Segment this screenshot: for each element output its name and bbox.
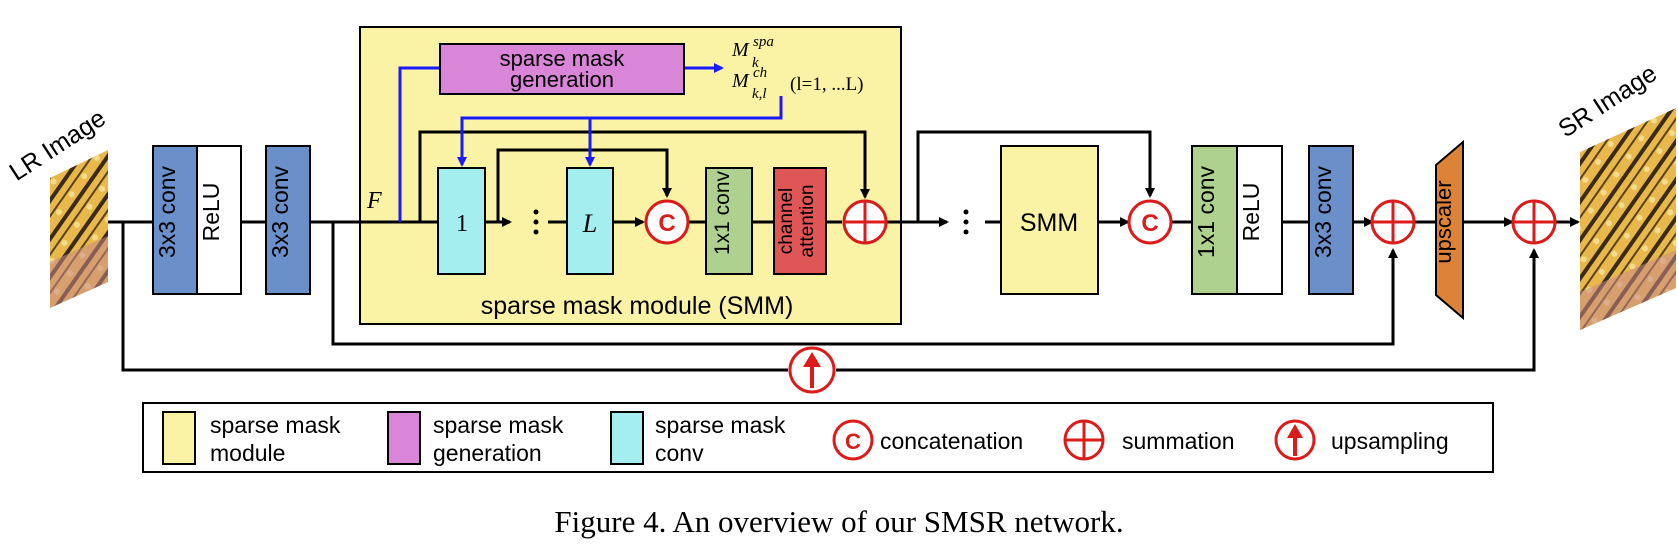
legend-box [142, 402, 1494, 473]
mask-generation-label-line2: generation [510, 67, 614, 92]
inner-concat-symbol: C [658, 210, 675, 237]
mask-generation-label-line1: sparse mask [500, 46, 626, 71]
legend-sum-icon [1063, 419, 1105, 461]
conv-3x3-label-b: 3x3 conv [267, 165, 293, 258]
channel-attention-block [773, 167, 827, 275]
conv-3x3-block-c [1308, 145, 1354, 295]
conv-3x3-label-c: 3x3 conv [1310, 165, 1336, 258]
spatial-mask-sub: k [752, 55, 759, 71]
mask-generation-block [439, 43, 685, 95]
conv-1x1-outer-block [1191, 145, 1238, 295]
legend-gen-swatch [387, 411, 421, 465]
layer-ellipsis [533, 209, 539, 235]
channel-mask-sup: ch [753, 65, 767, 81]
legend-smm-swatch [162, 411, 196, 465]
image-sum-icon [1511, 199, 1557, 245]
channel-mask-base: M [731, 70, 750, 92]
relu-block-a [196, 145, 242, 295]
sparse-conv-last [566, 167, 614, 275]
legend-gen-line2: generation [433, 440, 542, 466]
upsampling-icon [788, 346, 836, 394]
spatial-mask-base: M [731, 39, 750, 61]
figure-caption: Figure 4. An overview of our SMSR networ… [554, 504, 1123, 539]
inner-concat-icon [644, 199, 690, 245]
channel-attention-label-line1: channel [776, 188, 797, 255]
outer-concat-icon [1127, 199, 1173, 245]
mask-connections [398, 63, 783, 222]
mask-range: (l=1, ...L) [790, 74, 864, 95]
relu-label-b: ReLU [1238, 183, 1264, 242]
connections [108, 130, 1580, 372]
sparse-conv-first-label: 1 [456, 211, 468, 237]
conv-3x3-label-a: 3x3 conv [154, 165, 180, 258]
legend-conv-line1: sparse mask [655, 412, 786, 438]
upscaler-block [1435, 139, 1464, 321]
feature-label: F [366, 188, 382, 214]
relu-label-a: ReLU [198, 183, 224, 242]
channel-attention-label: channel attention [776, 185, 818, 258]
conv-1x1-outer-label: 1x1 conv [1193, 165, 1219, 258]
legend-upsampling-icon [1274, 419, 1316, 461]
conv-1x1-inner-label: 1x1 conv [711, 170, 734, 255]
outer-concat-symbol: C [1141, 210, 1158, 237]
conv-1x1-inner-block [705, 167, 753, 275]
smm-block [1000, 145, 1099, 295]
sr-image [1580, 108, 1676, 330]
spatial-mask-sup: spa [753, 34, 774, 50]
legend-conv-swatch [610, 411, 644, 465]
channel-attention-label-line2: attention [797, 185, 818, 258]
conv-3x3-block-b [265, 145, 311, 295]
sparse-conv-last-label: L [582, 209, 597, 238]
conv-3x3-block-a [152, 145, 198, 295]
legend-upsampling: upsampling [1331, 428, 1449, 454]
legend-summation: summation [1122, 428, 1234, 454]
feature-sum-icon [1370, 199, 1416, 245]
lr-image [50, 150, 108, 308]
legend-concatenation: concatenation [880, 428, 1023, 454]
channel-mask-sub: k,l [752, 86, 767, 102]
legend-gen-line1: sparse mask [433, 412, 564, 438]
upscaler-label: upscaler [1431, 180, 1456, 263]
sparse-conv-first [437, 167, 486, 275]
smm-title: sparse mask module (SMM) [481, 292, 794, 320]
inner-sum-icon [842, 199, 888, 245]
relu-block-b [1236, 145, 1283, 295]
legend-concat-symbol: C [845, 429, 861, 454]
mask-notation: M spa k M ch k,l (l=1, ...L) [731, 34, 864, 102]
legend-smm-line1: sparse mask [210, 412, 341, 438]
legend-concat-icon [832, 419, 874, 461]
smm-block-label: SMM [1020, 209, 1078, 237]
smm-ellipsis [963, 209, 969, 235]
legend-conv-line2: conv [655, 440, 704, 466]
legend-smm-line2: module [210, 440, 285, 466]
